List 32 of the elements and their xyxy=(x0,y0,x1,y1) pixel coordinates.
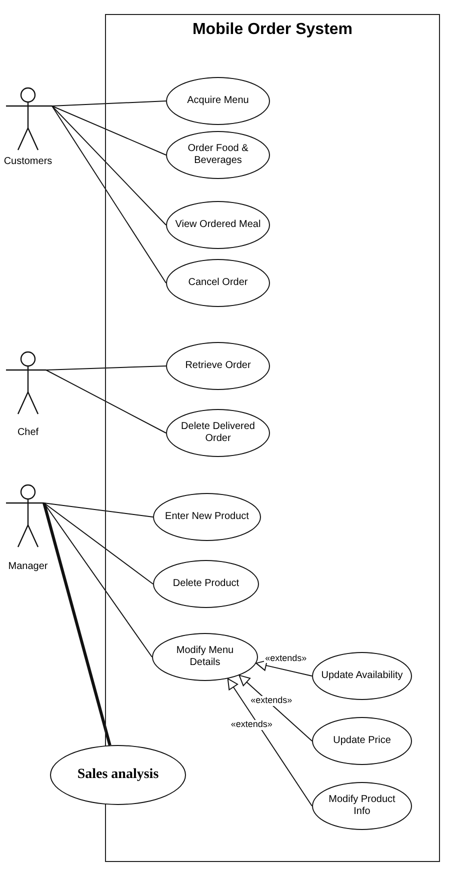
association-line xyxy=(52,106,166,156)
association-line xyxy=(44,502,154,584)
use-case-name: Retrieve Order xyxy=(184,360,252,372)
extends-arrow xyxy=(227,678,312,806)
use-case-name: Update Availability xyxy=(320,670,404,682)
use-case-name: Delete Delivered Order xyxy=(180,421,256,445)
edge-label: «extends» xyxy=(264,654,308,664)
use-case-name: Acquire Menu xyxy=(186,95,250,107)
extends-arrow xyxy=(238,674,312,742)
association-line xyxy=(52,106,166,226)
association-line xyxy=(46,370,166,434)
use-case-name: View Ordered Meal xyxy=(174,219,262,231)
edge-label: «extends» xyxy=(230,720,274,730)
association-line xyxy=(46,366,166,370)
use-case-name: Delete Product xyxy=(172,578,240,590)
association-line xyxy=(52,106,166,284)
use-case-name: Enter New Product xyxy=(164,511,250,523)
extends-arrow xyxy=(256,660,312,676)
actor-name: Customers xyxy=(2,156,54,167)
use-case-name: Modify Product Info xyxy=(328,794,396,818)
association-line xyxy=(44,502,154,518)
use-case-name: Update Price xyxy=(332,735,392,747)
association-line xyxy=(42,502,112,746)
use-case-name: Sales analysis xyxy=(76,766,160,784)
edge-label: «extends» xyxy=(250,696,294,706)
use-case-name: Modify Menu Details xyxy=(175,645,235,669)
system-title: Mobile Order System xyxy=(191,21,354,39)
use-case-name: Cancel Order xyxy=(187,277,249,289)
use-case-name: Order Food & Beverages xyxy=(186,143,250,167)
actor-name: Manager xyxy=(7,561,49,572)
actor-name: Chef xyxy=(16,427,40,438)
association-line xyxy=(52,100,166,106)
